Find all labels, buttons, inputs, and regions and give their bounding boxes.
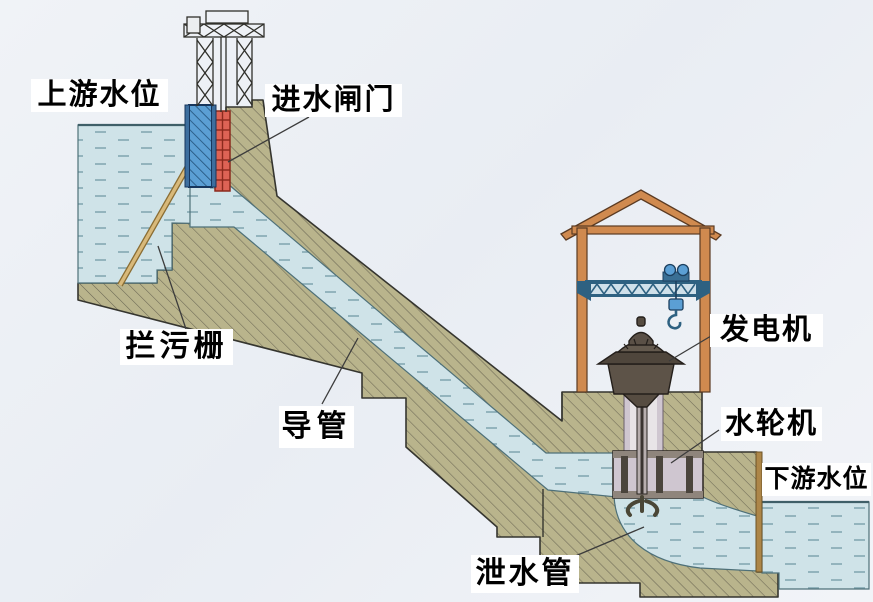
water-bodies [77,123,870,590]
generator-unit [595,316,687,408]
label-trash-rack: 拦污栅 [120,329,233,365]
draft-tube-water-texture [613,495,758,572]
leader-turbine [670,429,720,464]
leader-intake-gate [227,116,310,163]
leader-drain-pipe [572,526,645,558]
powerhouse-column-left [576,227,588,393]
gantry-cab [205,10,249,24]
leader-generator [668,335,712,362]
powerhouse-roof [559,189,723,241]
crane-girder [587,282,700,296]
red-gate-rungs [215,111,230,191]
crane-top-chord [585,280,702,284]
wicket-gate-post [621,456,628,493]
generator-bucket [607,363,675,395]
trolley-wheel [676,263,690,277]
generator-cap [628,331,654,346]
generator-knob [636,316,646,327]
casing-top-band [613,451,703,458]
crane-corbel-left [577,281,591,301]
crane-hook-icon [667,310,682,330]
trolley-wheel [663,263,677,277]
generator-brim [595,351,687,365]
crane-girder-zigzag [589,282,696,296]
label-turbine: 水轮机 [721,407,822,441]
crane-corbel-right [696,281,710,301]
blue-gate-left-rail [184,104,190,188]
gantry-hoist [183,10,265,112]
leader-trash-rack [157,245,187,330]
blue-gate-hatch [188,104,213,188]
overhead-crane [577,263,710,330]
turbine-runner [625,495,660,517]
gantry-tower-right [236,38,253,106]
turbine-unit [612,392,704,517]
crane-bottom-chord [587,294,700,297]
label-penstock: 导管 [279,406,354,448]
tailrace-wall [755,451,763,573]
gantry-box [186,16,201,34]
label-upstream-water-level: 上游水位 [31,79,168,112]
casing-bottom-band [613,491,703,498]
hook-block [668,298,684,311]
generator-ribs [623,338,659,350]
intake-gates [184,104,231,192]
label-downstream-water-level: 下游水位 [762,463,871,496]
gantry-tower-left [196,38,214,107]
powerhouse-top-beam [571,225,715,235]
leader-lines [157,116,720,558]
label-intake-gate: 进水闸门 [265,84,402,117]
label-generator: 发电机 [710,314,823,347]
label-drain-pipe: 泄水管 [471,555,579,593]
blue-gate-right-rail [211,104,217,188]
wicket-gate-post [686,456,693,493]
powerhouse [559,189,723,393]
leader-penstock [321,337,359,405]
powerhouse-column-right [699,227,711,393]
wicket-gate-post [656,456,663,493]
trash-rack-bars [117,150,199,287]
